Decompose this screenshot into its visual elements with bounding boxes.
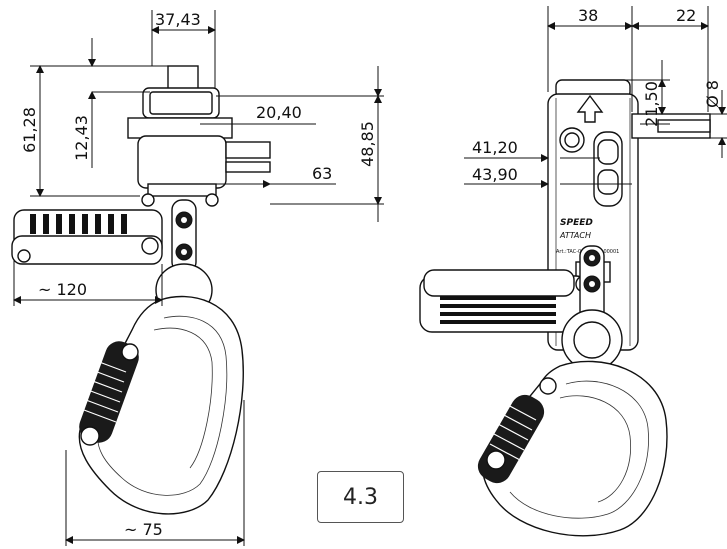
dim-height-right: 48,85 [358, 121, 377, 167]
left-handle [11, 209, 163, 265]
dim-depth-b: 43,90 [472, 165, 518, 184]
right-handle [419, 269, 593, 333]
dim-depth: 63 [312, 164, 332, 183]
dim-height-upper: 12,43 [72, 115, 91, 161]
dim-hook-width: ~ 75 [124, 520, 163, 539]
dim-handle-width: ~ 120 [38, 280, 87, 299]
dim-body-width: 38 [578, 6, 598, 25]
brand-attach: ATTACH [559, 231, 591, 240]
dim-top-width: 37,43 [155, 10, 201, 29]
left-carabiner [78, 295, 244, 515]
dim-pin-offset-right: 21,50 [642, 81, 661, 127]
right-carabiner [477, 360, 668, 537]
right-swivel [561, 245, 623, 371]
left-dimension-lines [13, 10, 384, 546]
dim-height-total: 61,28 [20, 107, 39, 153]
dim-pin-offset-left: 20,40 [256, 103, 302, 122]
dim-pin-diameter: Ø 8 [703, 80, 722, 108]
right-dimension-lines [464, 6, 727, 188]
figure-label: 4.3 [343, 484, 378, 510]
figure-label-box: 4.3 [317, 471, 404, 523]
dim-depth-a: 41,20 [472, 138, 518, 157]
dim-pin-length: 22 [676, 6, 696, 25]
left-view: 37,43 61,28 12,43 20,40 48,85 63 ~ 120 ~… [11, 10, 384, 546]
right-view: SPEED ATTACH Art.:TAC-0004 Ser.:00001 [419, 6, 727, 537]
left-device-body [127, 65, 271, 207]
brand-speed: SPEED [560, 218, 593, 228]
